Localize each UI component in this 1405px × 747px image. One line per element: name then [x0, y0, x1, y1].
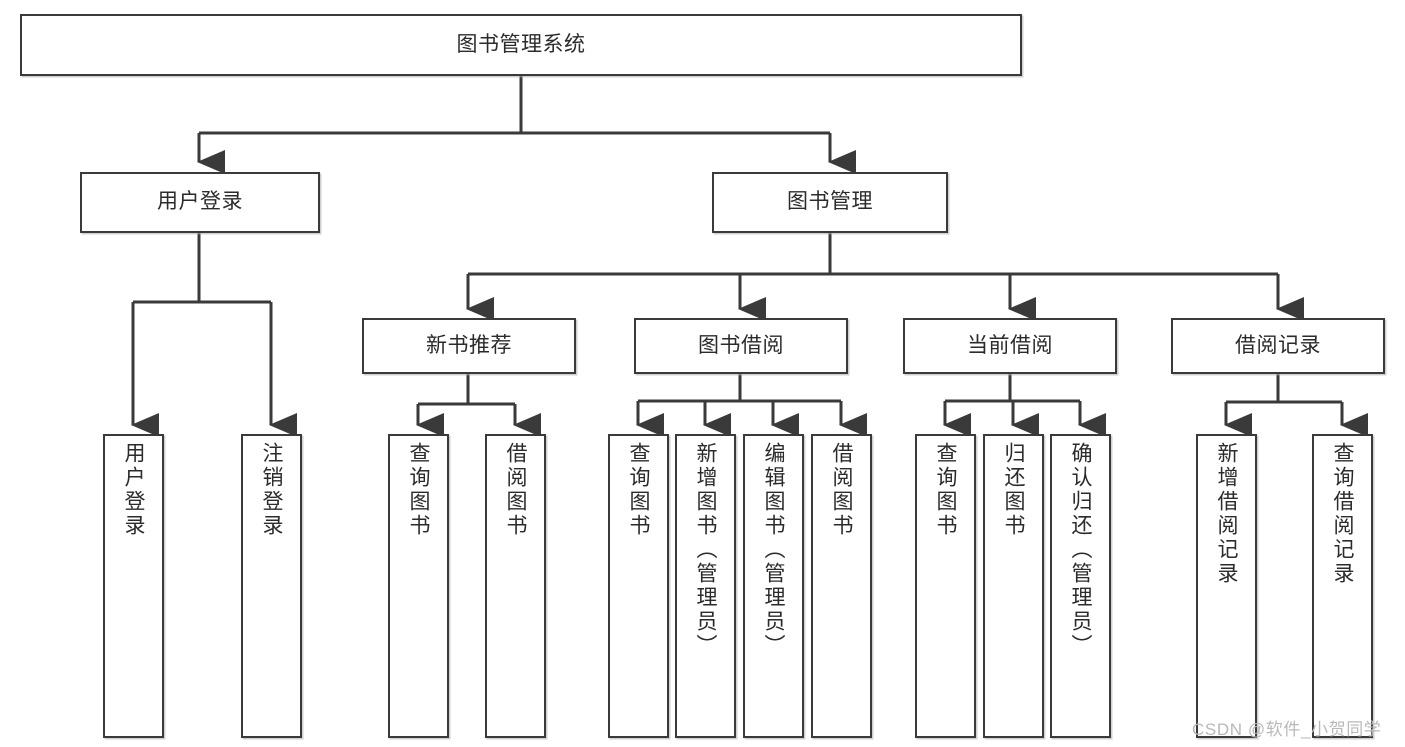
- node-label: 确认归还（管理员）: [1069, 442, 1092, 658]
- node-book-management[interactable]: 图书管理: [712, 172, 948, 233]
- node-leaf-query-book-borrow[interactable]: 查询图书: [608, 434, 669, 738]
- node-label: 用户登录: [122, 442, 145, 538]
- node-user-login[interactable]: 用户登录: [80, 172, 320, 233]
- node-leaf-add-book-admin[interactable]: 新增图书（管理员）: [675, 434, 736, 738]
- node-label: 查询图书: [627, 442, 650, 538]
- node-leaf-return-book[interactable]: 归还图书: [983, 434, 1044, 738]
- node-new-book-recommend[interactable]: 新书推荐: [362, 318, 576, 374]
- node-label: 借阅图书: [504, 442, 527, 538]
- node-leaf-borrow-book[interactable]: 借阅图书: [811, 434, 872, 738]
- node-label: 新增借阅记录: [1215, 442, 1238, 586]
- node-label: 图书管理系统: [456, 32, 586, 56]
- node-leaf-logout[interactable]: 注销登录: [241, 434, 302, 738]
- node-label: 查询图书: [934, 442, 957, 538]
- node-label: 图书借阅: [698, 333, 784, 357]
- node-label: 新增图书（管理员）: [694, 442, 717, 658]
- node-leaf-edit-book-admin[interactable]: 编辑图书（管理员）: [743, 434, 804, 738]
- node-label: 用户登录: [157, 190, 243, 214]
- node-leaf-user-login[interactable]: 用户登录: [103, 434, 164, 738]
- node-leaf-query-book-recommend[interactable]: 查询图书: [388, 434, 449, 738]
- node-leaf-confirm-return-admin[interactable]: 确认归还（管理员）: [1050, 434, 1111, 738]
- node-label: 新书推荐: [426, 333, 512, 357]
- node-root-book-management-system[interactable]: 图书管理系统: [20, 14, 1022, 76]
- node-leaf-query-borrow-record[interactable]: 查询借阅记录: [1312, 434, 1373, 738]
- node-leaf-query-book-current[interactable]: 查询图书: [915, 434, 976, 738]
- node-label: 查询借阅记录: [1331, 442, 1354, 586]
- node-label: 当前借阅: [967, 333, 1053, 357]
- node-label: 归还图书: [1002, 442, 1025, 538]
- node-book-borrow[interactable]: 图书借阅: [634, 318, 848, 374]
- node-current-borrow[interactable]: 当前借阅: [903, 318, 1117, 374]
- node-leaf-borrow-book-recommend[interactable]: 借阅图书: [485, 434, 546, 738]
- node-label: 图书管理: [787, 190, 873, 214]
- node-label: 查询图书: [407, 442, 430, 538]
- node-label: 借阅记录: [1235, 333, 1321, 357]
- node-label: 编辑图书（管理员）: [762, 442, 785, 658]
- node-label: 借阅图书: [830, 442, 853, 538]
- node-label: 注销登录: [260, 442, 283, 538]
- node-borrow-record[interactable]: 借阅记录: [1171, 318, 1385, 374]
- node-leaf-add-borrow-record[interactable]: 新增借阅记录: [1196, 434, 1257, 738]
- csdn-watermark: CSDN @软件_小贺同学: [1192, 720, 1382, 739]
